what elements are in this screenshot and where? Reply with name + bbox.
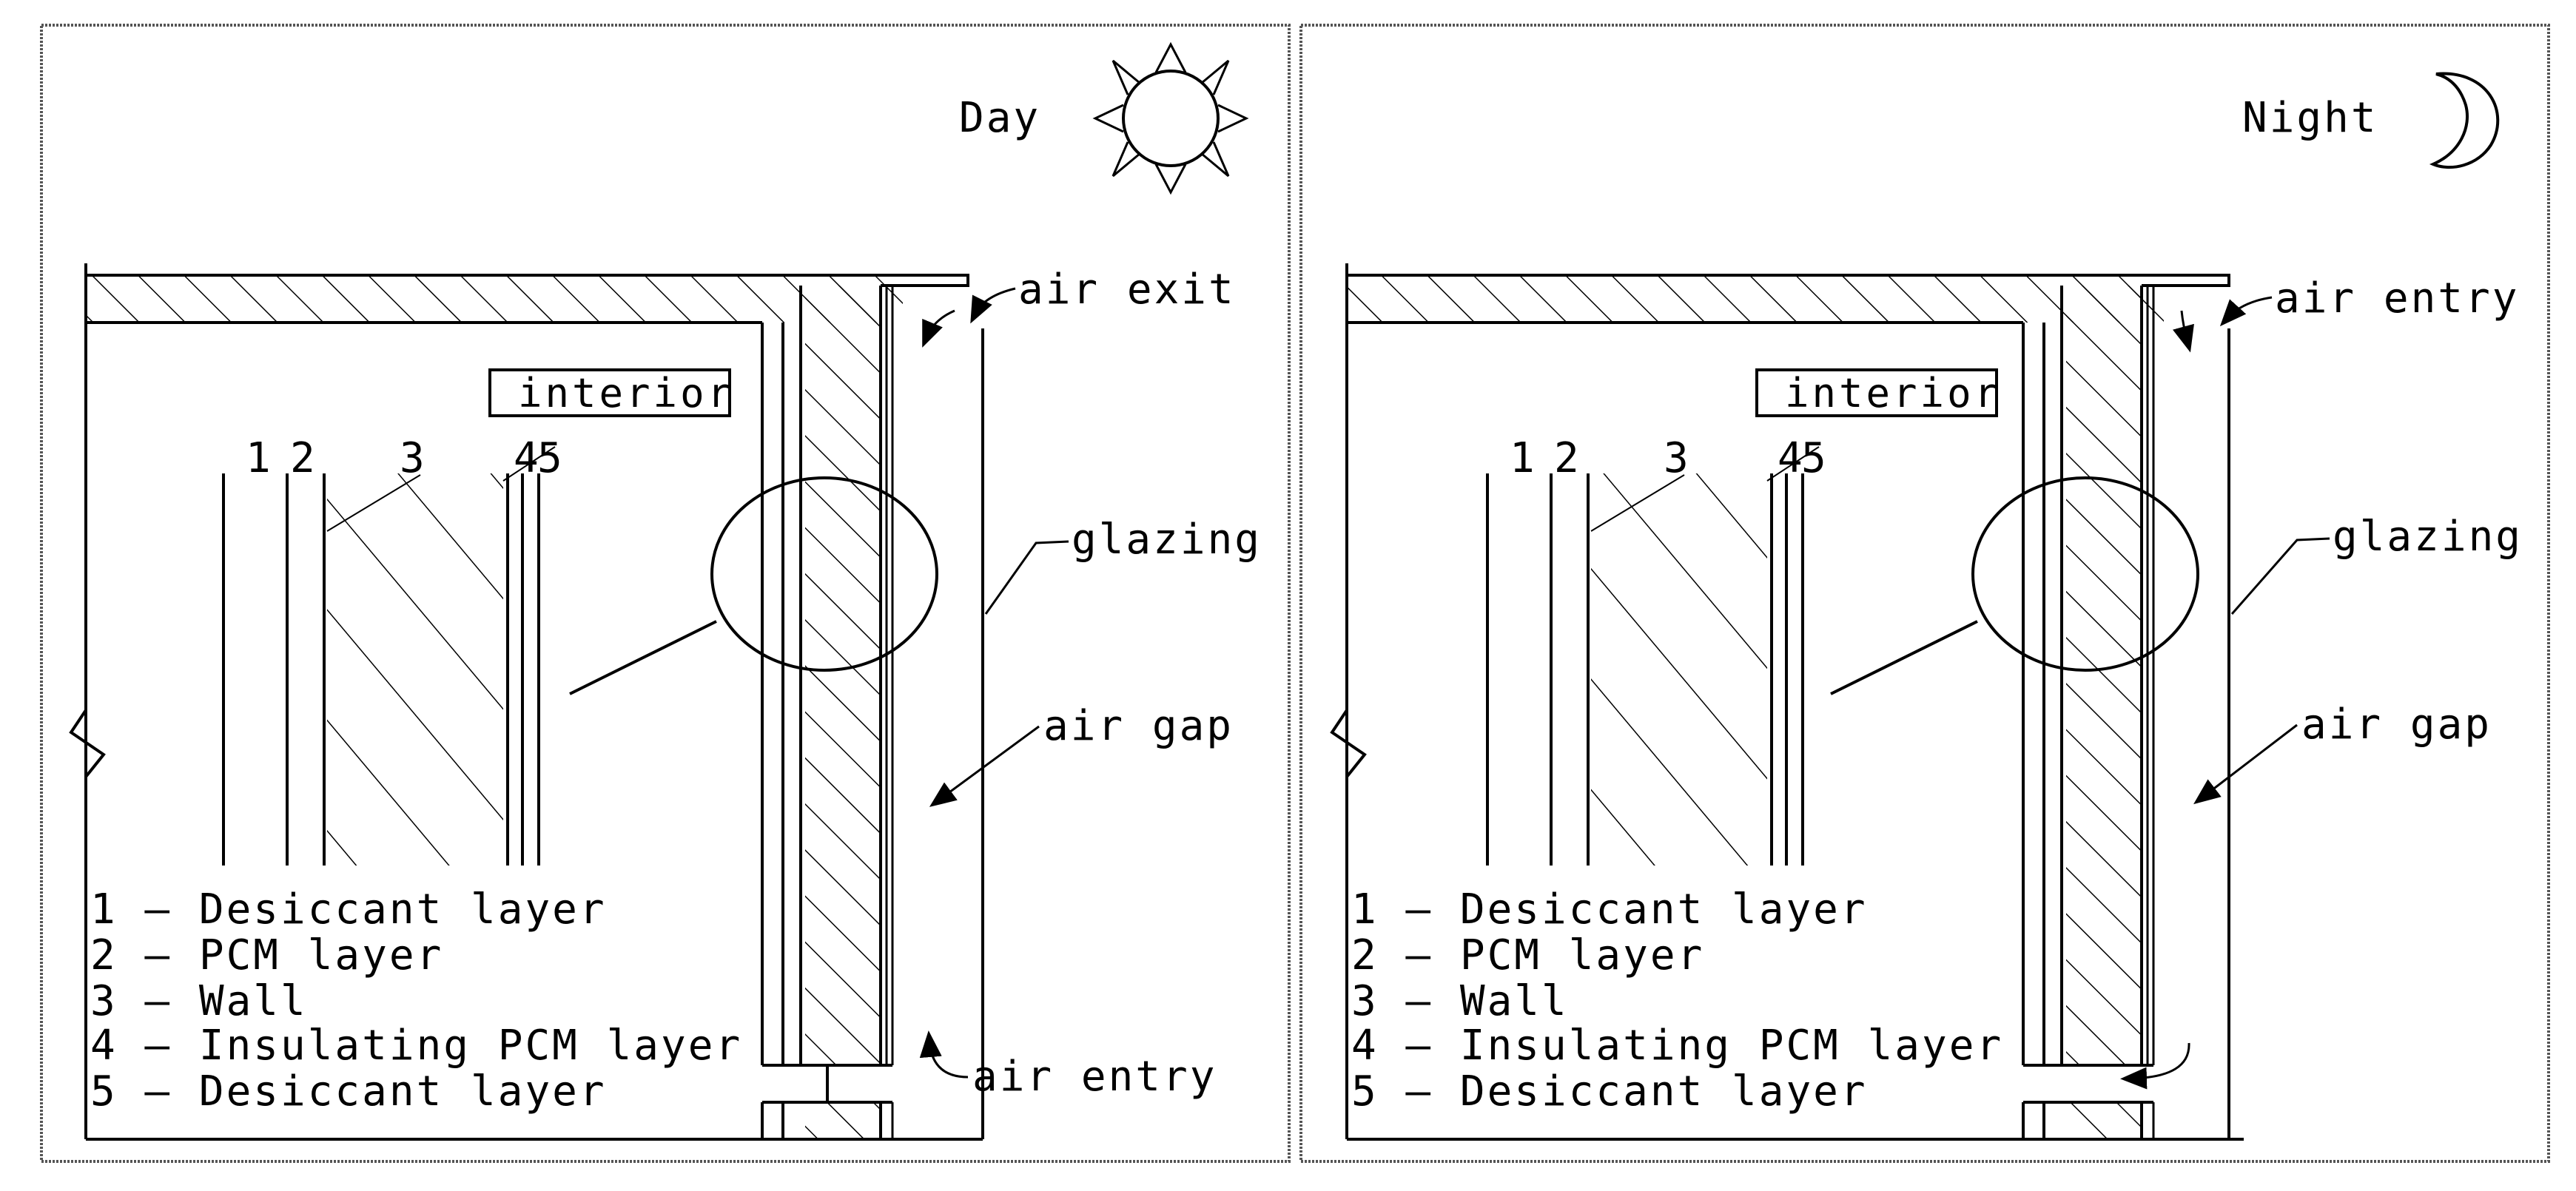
legend-item: 2 – PCM layer xyxy=(1351,931,1704,979)
legend: 1 – Desiccant layer 2 – PCM layer 3 – Wa… xyxy=(90,885,742,1116)
layer-number-1: 1 xyxy=(1510,434,1537,482)
panel-night: Night interior xyxy=(1299,24,2550,1163)
legend-item: 5 – Desiccant layer xyxy=(1351,1067,1868,1116)
mode-label: Day xyxy=(959,94,1040,142)
layer-number-2: 2 xyxy=(290,434,317,482)
ceiling-slab xyxy=(86,275,903,323)
glazing-label: glazing xyxy=(1072,516,1262,564)
wall-section xyxy=(761,286,894,1139)
bottom-air-label: air entry xyxy=(972,1053,1217,1101)
glazing-label: glazing xyxy=(2333,513,2523,561)
layer-number-4: 4 xyxy=(514,434,541,482)
air-gap-label: air gap xyxy=(2301,701,2492,749)
layer-detail xyxy=(1486,446,1820,866)
interior-label: interior xyxy=(518,370,734,416)
panel-frame xyxy=(1299,24,2550,1163)
legend-item: 5 – Desiccant layer xyxy=(90,1067,607,1116)
top-air-label: air entry xyxy=(2275,274,2519,323)
wall-section xyxy=(2022,286,2155,1139)
mode-label: Night xyxy=(2242,94,2378,142)
ceiling-slab xyxy=(1347,275,2164,323)
air-gap-label: air gap xyxy=(1043,702,1234,750)
sun-icon xyxy=(1092,41,1249,195)
legend-item: 4 – Insulating PCM layer xyxy=(1351,1022,2003,1070)
detail-circle xyxy=(710,476,938,672)
layer-number-1: 1 xyxy=(246,434,273,482)
layer-number-5: 5 xyxy=(537,434,565,482)
layer-number-3: 3 xyxy=(1664,434,1691,482)
moon-icon xyxy=(2429,72,2500,169)
legend-item: 4 – Insulating PCM layer xyxy=(90,1022,742,1070)
detail-circle xyxy=(1971,476,2199,672)
interior-box xyxy=(488,368,731,417)
layer-number-3: 3 xyxy=(400,434,427,482)
panel-frame xyxy=(40,24,1291,1163)
legend-item: 3 – Wall xyxy=(1351,977,1569,1025)
layer-number-2: 2 xyxy=(1554,434,1581,482)
layer-detail xyxy=(222,446,556,866)
top-air-label: air exit xyxy=(1018,266,1236,314)
legend-item: 1 – Desiccant layer xyxy=(1351,885,1868,934)
layer-number-5: 5 xyxy=(1801,434,1829,482)
panel-day: Day xyxy=(40,24,1291,1163)
interior-label: interior xyxy=(1785,370,2001,416)
legend: 1 – Desiccant layer 2 – PCM layer 3 – Wa… xyxy=(1351,885,2003,1116)
legend-item: 2 – PCM layer xyxy=(90,931,443,979)
layer-number-4: 4 xyxy=(1778,434,1805,482)
legend-item: 3 – Wall xyxy=(90,977,308,1025)
legend-item: 1 – Desiccant layer xyxy=(90,885,607,934)
interior-box xyxy=(1755,368,1998,417)
